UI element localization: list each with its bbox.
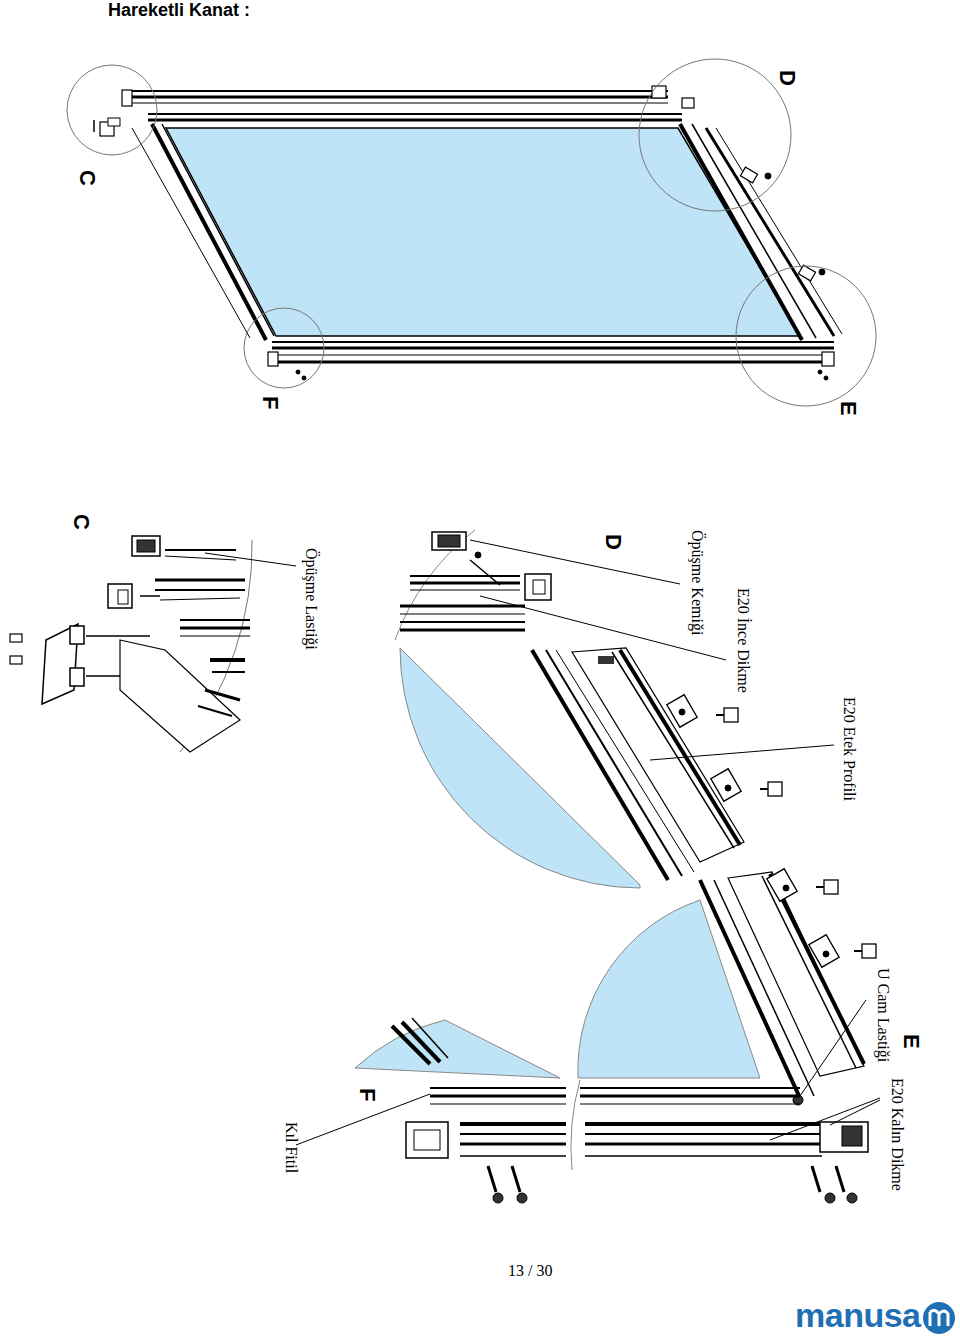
detail-letter: F bbox=[355, 1088, 380, 1101]
detail-letter: C bbox=[75, 170, 100, 186]
detail-c bbox=[10, 536, 252, 752]
detail-letter: D bbox=[775, 70, 800, 86]
detail-d bbox=[395, 530, 782, 888]
leader-lines bbox=[205, 540, 880, 1145]
part-name: Kıl Fitil bbox=[282, 1122, 300, 1173]
brand-logo: manusa bbox=[795, 1296, 921, 1335]
part-name: E20 İnce Dikme bbox=[734, 588, 752, 693]
sash-overview bbox=[67, 59, 876, 406]
page-title: Hareketli Kanat : bbox=[108, 0, 250, 21]
detail-letter: C bbox=[69, 514, 94, 530]
logo-mark bbox=[923, 1302, 955, 1334]
detail-letter: E bbox=[836, 401, 861, 416]
part-name: E20 Etek Profili bbox=[840, 697, 858, 801]
part-name: E20 Kalın Dikme bbox=[888, 1078, 906, 1191]
part-name: Öpüşme Kemiği bbox=[688, 530, 706, 635]
part-name: U Cam Lastiği bbox=[874, 968, 892, 1062]
detail-letter: F bbox=[258, 396, 283, 409]
detail-f bbox=[355, 1018, 868, 1203]
detail-letter: E bbox=[899, 1034, 924, 1049]
part-name: Öpüşme Lastiği bbox=[302, 548, 320, 650]
detail-letter: D bbox=[601, 534, 626, 550]
detail-e bbox=[578, 869, 876, 1105]
page-number: 13 / 30 bbox=[508, 1262, 552, 1280]
